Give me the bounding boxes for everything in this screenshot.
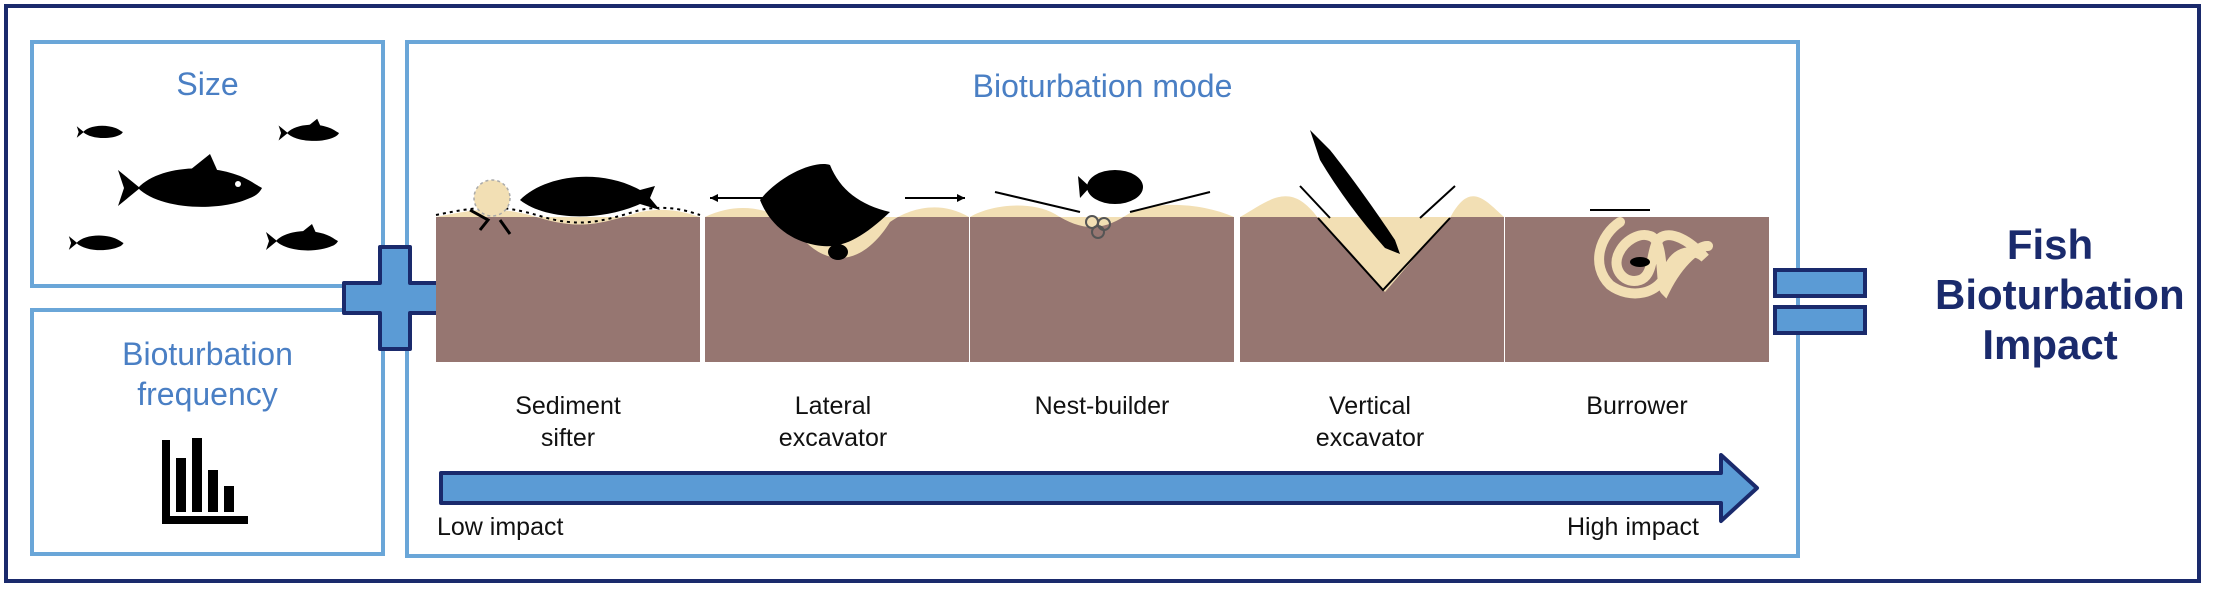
- stage-label-line1: Burrower: [1586, 392, 1688, 420]
- size-title: Size: [176, 66, 239, 102]
- stage-sediment-sifter-illustration: [435, 176, 701, 362]
- stage-label-sediment-sifter: Sediment sifter: [448, 390, 688, 454]
- frequency-title-line2: frequency: [137, 376, 278, 412]
- plus-operator-icon: [342, 245, 448, 351]
- low-impact-label: Low impact: [437, 513, 564, 541]
- stage-label-line2: excavator: [778, 424, 888, 452]
- high-impact-label: High impact: [1567, 513, 1699, 541]
- stage-lateral-excavator-illustration: [705, 164, 969, 362]
- result-line1: Fish: [2006, 221, 2094, 268]
- stage-nest-builder-illustration: [970, 170, 1234, 362]
- result-line3: Impact: [1982, 321, 2118, 368]
- stage-label-lateral-excavator: Lateral excavator: [713, 390, 953, 454]
- stage-label-line1: Lateral: [794, 392, 872, 420]
- result-label: Fish Bioturbation Impact: [1935, 220, 2185, 370]
- stage-label-burrower: Burrower: [1517, 390, 1757, 422]
- bar-chart-icon: [162, 438, 248, 524]
- fish-school-icon: [68, 118, 340, 251]
- stage-label-vertical-excavator: Vertical excavator: [1250, 390, 1490, 454]
- impact-gradient-arrow: [439, 453, 1759, 523]
- result-line2: Bioturbation: [1935, 271, 2185, 318]
- stage-label-line1: Nest-builder: [1034, 392, 1170, 420]
- stage-burrower-illustration: [1505, 209, 1769, 362]
- stage-label-line1: Vertical: [1329, 392, 1411, 420]
- mode-title: Bioturbation mode: [972, 68, 1233, 104]
- outer-frame: [4, 4, 2201, 583]
- stage-label-line1: Sediment: [515, 392, 621, 420]
- stage-label-line2: excavator: [1315, 424, 1425, 452]
- frequency-title-line1: Bioturbation: [122, 336, 293, 372]
- frequency-panel: Bioturbation frequency: [30, 308, 385, 556]
- stage-label-nest-builder: Nest-builder: [982, 390, 1222, 422]
- stage-label-line2: sifter: [540, 424, 596, 452]
- equals-operator-icon: [1773, 268, 1867, 335]
- stage-vertical-excavator-illustration: [1240, 130, 1504, 362]
